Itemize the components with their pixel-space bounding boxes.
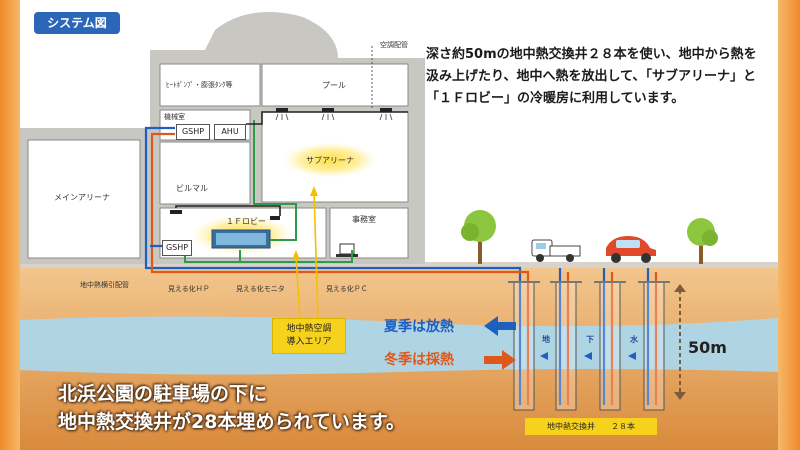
label-machine-room: 機械室 (164, 113, 185, 121)
description-text: 深さ約50mの地中熱交換井２８本を使い、地中から熱を汲み上げたり、地中へ熱を放出… (426, 47, 757, 106)
area-tag: 地中熱空調 導入エリア (272, 318, 346, 354)
label-office: 事務室 (352, 215, 376, 224)
caption: 北浜公園の駐車場の下に 地中熱交換井が28本埋められています。 (58, 380, 405, 436)
diagram-badge: システム図 (34, 12, 120, 34)
airflow-marks (275, 113, 393, 121)
depth-label: 50m (688, 338, 727, 357)
water-char-2: 下 (586, 335, 594, 344)
label-pool: プール (322, 81, 346, 90)
label-underground-piping: 地中熱横引配管 (80, 281, 129, 289)
exchange-wells (513, 281, 665, 411)
depth-arrow (674, 284, 686, 400)
room-pool (261, 63, 409, 107)
summer-label: 夏季は放熱 (384, 319, 454, 335)
area-tag-line2: 導入エリア (286, 337, 332, 347)
border-right (778, 0, 800, 450)
label-lobby: １Ｆロビー (226, 217, 266, 226)
label-heat-pump-room: ﾋｰﾄﾎﾟﾝﾌﾟ・膨張ﾀﾝｸ等 (166, 81, 233, 89)
label-sub-arena: サブアリーナ (306, 156, 354, 165)
surface-line (20, 262, 778, 268)
area-lead-lines (292, 186, 319, 319)
ac-pipes (175, 111, 408, 216)
car-icon (606, 236, 656, 263)
caption-line1: 北浜公園の駐車場の下に (58, 383, 268, 405)
tree-2 (687, 218, 718, 264)
pc-base (336, 254, 358, 257)
label-visual-pc: 見える化ＰＣ (326, 285, 368, 293)
groundwater-arrows (540, 352, 636, 360)
gshp-upper: GSHP (176, 124, 210, 140)
water-char-3: 水 (630, 335, 638, 344)
label-visual-monitor: 見える化モニタ (236, 285, 285, 293)
caption-line2: 地中熱交換井が28本埋められています。 (58, 411, 405, 433)
ahu-unit: AHU (214, 124, 246, 140)
tree-1 (461, 210, 496, 264)
truck-icon (531, 239, 581, 262)
room-bilmaru (159, 141, 251, 205)
summer-arrow (484, 316, 516, 336)
winter-arrow (484, 350, 516, 370)
label-bilmaru: ビルマル (176, 184, 208, 193)
room-heat-pump (159, 63, 261, 107)
label-main-arena: メインアリーナ (54, 193, 110, 202)
ceiling-units-arena (170, 108, 392, 220)
wells-tag: 地中熱交換井 ２８本 (525, 418, 657, 435)
geothermal-loop (144, 126, 658, 405)
border-left (0, 0, 20, 450)
gshp-lower: GSHP (162, 240, 192, 256)
label-visual-hp: 見える化ＨＰ (168, 285, 210, 293)
aquifer-band (20, 316, 778, 375)
label-ac-piping: 空調配管 (380, 41, 408, 49)
water-char-1: 地 (542, 335, 550, 344)
area-tag-line1: 地中熱空調 (286, 324, 332, 334)
sub-arena-glow (282, 142, 378, 178)
room-main-arena (27, 139, 141, 259)
monitor-content (216, 233, 266, 245)
winter-label: 冬季は採熱 (384, 352, 454, 368)
